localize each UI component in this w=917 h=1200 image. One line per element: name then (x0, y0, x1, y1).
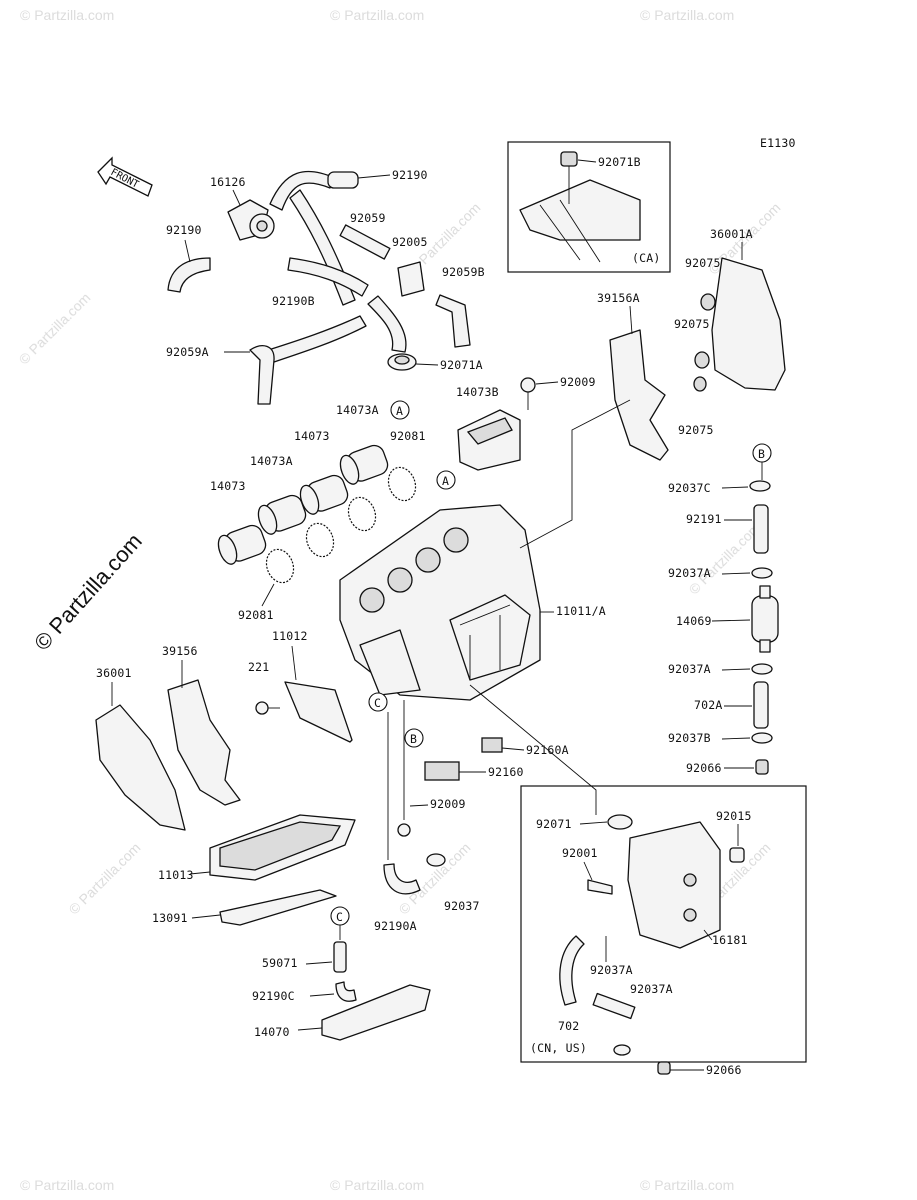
watermark-text: © Partzilla.com (330, 1177, 424, 1193)
callout-a-label: A (442, 474, 449, 488)
label-92059B: 92059B (442, 265, 485, 279)
label-92015: 92015 (716, 809, 752, 823)
callout-a-right: A (436, 470, 456, 490)
front-arrow-icon: FRONT (97, 156, 153, 197)
label-39156A: 39156A (597, 291, 640, 305)
label-92001: 92001 (562, 846, 598, 860)
label-92075-a: 92075 (685, 256, 721, 270)
label-92059: 92059 (350, 211, 386, 225)
label-92081-bot: 92081 (238, 608, 274, 622)
label-92160A: 92160A (526, 743, 569, 757)
label-14073A-mid: 14073A (250, 454, 293, 468)
label-92037A-r1: 92037A (668, 566, 711, 580)
watermark-text: © Partzilla.com (330, 7, 424, 23)
label-92190C: 92190C (252, 989, 295, 1003)
callout-c-label: C (374, 696, 381, 710)
watermark-text: © Partzilla.com (685, 519, 763, 597)
label-92160: 92160 (488, 765, 524, 779)
callout-a-top: A (390, 400, 410, 420)
watermark-main: © Partzilla.com (29, 528, 147, 655)
callout-a-label: A (396, 404, 403, 418)
air-box-housing (339, 504, 541, 701)
label-11011A: 11011/A (556, 604, 606, 618)
label-59071: 59071 (262, 956, 298, 970)
label-11013: 11013 (158, 868, 194, 882)
figure-code: E1130 (760, 136, 796, 150)
label-14070: 14070 (254, 1025, 290, 1039)
hose-assembly-top (167, 170, 471, 405)
callout-b-right: B (752, 443, 772, 463)
label-36001A: 36001A (710, 227, 753, 241)
watermark-text: © Partzilla.com (640, 1177, 734, 1193)
callout-c-bottom: C (330, 906, 350, 926)
label-92009-top: 92009 (560, 375, 596, 389)
label-92037A-b1: 92037A (590, 963, 633, 977)
label-92009-bot: 92009 (430, 797, 466, 811)
label-702A: 702A (694, 698, 723, 712)
label-39156: 39156 (162, 644, 198, 658)
label-221: 221 (248, 660, 269, 674)
ca-label: (CA) (632, 251, 661, 265)
watermark-text: © Partzilla.com (65, 839, 143, 917)
cn-us-label: (CN, US) (530, 1041, 587, 1055)
callout-b-mid: B (404, 728, 424, 748)
label-92071: 92071 (536, 817, 572, 831)
label-92075-b: 92075 (674, 317, 710, 331)
label-92059A: 92059A (166, 345, 209, 359)
label-92066-r: 92066 (686, 761, 722, 775)
label-92071B: 92071B (598, 155, 641, 169)
label-92037A-r2: 92037A (668, 662, 711, 676)
label-92191: 92191 (686, 512, 722, 526)
callout-b-label: B (410, 732, 417, 746)
cn-us-variant-box: 92071 92015 92001 16181 92037A 92037A 70… (520, 785, 807, 1077)
label-92037C: 92037C (668, 481, 711, 495)
label-92066-b: 92066 (706, 1063, 742, 1077)
label-92005: 92005 (392, 235, 428, 249)
label-92190-top: 92190 (392, 168, 428, 182)
intake-boots (217, 444, 417, 584)
label-92081-top: 92081 (390, 429, 426, 443)
watermark-text: © Partzilla.com (640, 7, 734, 23)
label-14073-left: 14073 (210, 479, 246, 493)
label-14073B: 14073B (456, 385, 499, 399)
watermark-text: © Partzilla.com (15, 289, 93, 367)
watermark-text: © Partzilla.com (20, 7, 114, 23)
label-16126: 16126 (210, 175, 246, 189)
label-92037B: 92037B (668, 731, 711, 745)
label-92190B: 92190B (272, 294, 315, 308)
callout-b-label: B (758, 447, 765, 461)
label-14069: 14069 (676, 614, 712, 628)
label-92037A-b2: 92037A (630, 982, 673, 996)
label-13091: 13091 (152, 911, 188, 925)
ca-variant-box: 92071B (CA) (507, 141, 671, 273)
watermark-text: © Partzilla.com (20, 1177, 114, 1193)
label-92071A: 92071A (440, 358, 483, 372)
callout-c-label: C (336, 910, 343, 924)
label-16181: 16181 (712, 933, 748, 947)
label-92075-c: 92075 (678, 423, 714, 437)
label-11012: 11012 (272, 629, 308, 643)
label-92190-left: 92190 (166, 223, 202, 237)
callout-c-mid: C (368, 692, 388, 712)
label-702: 702 (558, 1019, 579, 1033)
label-92190A: 92190A (374, 919, 417, 933)
label-14073A-top: 14073A (336, 403, 379, 417)
label-92037: 92037 (444, 899, 480, 913)
label-36001: 36001 (96, 666, 132, 680)
label-14073-mid: 14073 (294, 429, 330, 443)
